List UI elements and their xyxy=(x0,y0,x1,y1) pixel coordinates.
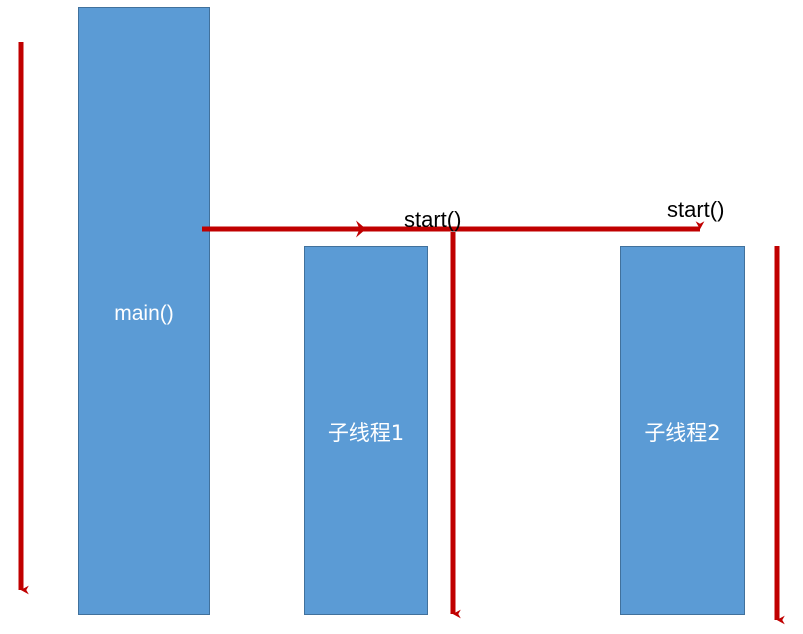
thread-bar-child-1-label: 子线程1 xyxy=(327,421,405,445)
thread-bar-main-label: main() xyxy=(114,302,174,325)
edge-label-start-call-1: start() xyxy=(404,207,462,232)
thread-bar-child-1[interactable]: 子线程1 xyxy=(304,246,428,615)
thread-bar-main[interactable]: main() xyxy=(78,7,210,615)
edge-label-start-call-2: start() xyxy=(667,197,725,222)
thread-bar-child-2-label: 子线程2 xyxy=(644,421,721,445)
thread-bar-child-2[interactable]: 子线程2 xyxy=(620,246,745,615)
